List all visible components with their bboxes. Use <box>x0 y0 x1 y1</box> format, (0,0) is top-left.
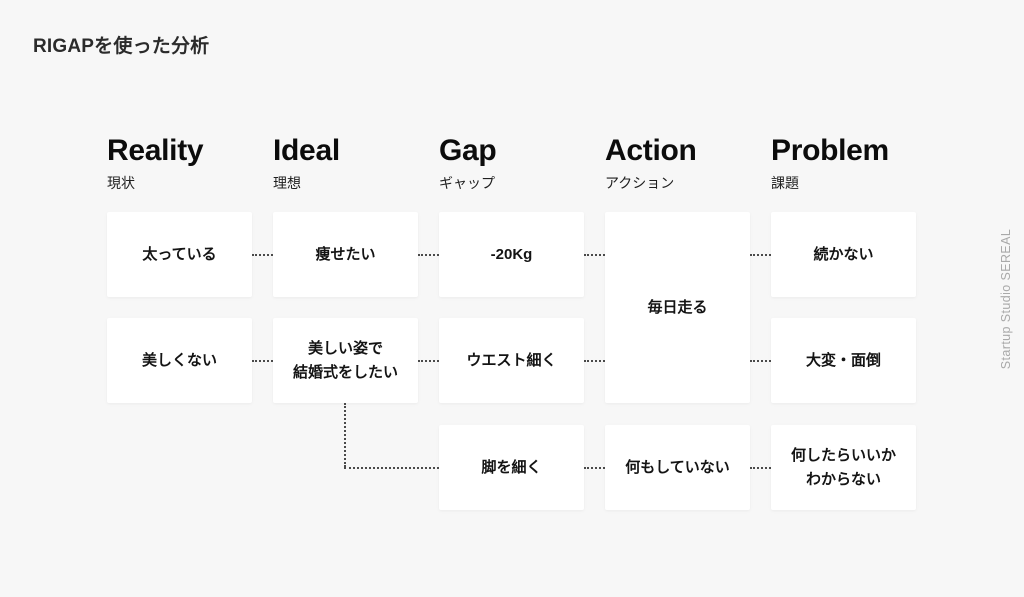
page-title: RIGAPを使った分析 <box>33 36 210 57</box>
column-header-reality: Reality 現状 <box>107 134 204 191</box>
connector-action3-problem3 <box>750 467 771 469</box>
card-problem-row2: 大変・面倒 <box>771 318 916 403</box>
column-subtitle-gap: ギャップ <box>439 175 495 191</box>
connector-gap1-action <box>584 254 605 256</box>
card-ideal-row1: 痩せたい <box>273 212 418 297</box>
connector-ideal2-gap2 <box>418 360 439 362</box>
connector-gap2-action <box>584 360 605 362</box>
card-problem-row3: 何したらいいか わからない <box>771 425 916 510</box>
connector-reality1-ideal1 <box>252 254 273 256</box>
card-reality-row2: 美しくない <box>107 318 252 403</box>
column-title-action: Action <box>605 134 697 167</box>
card-gap-row2: ウエスト細く <box>439 318 584 403</box>
column-subtitle-reality: 現状 <box>107 175 135 191</box>
column-subtitle-problem: 課題 <box>771 175 799 191</box>
connector-reality2-ideal2 <box>252 360 273 362</box>
card-problem-row1: 続かない <box>771 212 916 297</box>
card-gap-row3: 脚を細く <box>439 425 584 510</box>
column-header-problem: Problem 課題 <box>771 134 889 191</box>
column-header-action: Action アクション <box>605 134 697 191</box>
connector-action-problem2 <box>750 360 771 362</box>
column-title-gap: Gap <box>439 134 497 167</box>
column-subtitle-ideal: 理想 <box>273 175 301 191</box>
connector-ideal2-gap3-vertical <box>344 403 346 467</box>
column-header-ideal: Ideal 理想 <box>273 134 340 191</box>
card-ideal-row2: 美しい姿で 結婚式をしたい <box>273 318 418 403</box>
card-gap-row1: -20Kg <box>439 212 584 297</box>
card-reality-row1: 太っている <box>107 212 252 297</box>
connector-action-problem1 <box>750 254 771 256</box>
column-title-problem: Problem <box>771 134 889 167</box>
connector-ideal1-gap1 <box>418 254 439 256</box>
connector-gap3-action3 <box>584 467 605 469</box>
column-subtitle-action: アクション <box>605 175 675 191</box>
column-title-reality: Reality <box>107 134 204 167</box>
watermark-text: Startup Studio SEREAL <box>999 228 1013 369</box>
card-action-row1-2: 毎日走る <box>605 212 750 403</box>
column-header-gap: Gap ギャップ <box>439 134 497 191</box>
connector-ideal2-gap3-horizontal <box>344 467 439 469</box>
card-action-row3: 何もしていない <box>605 425 750 510</box>
column-title-ideal: Ideal <box>273 134 340 167</box>
